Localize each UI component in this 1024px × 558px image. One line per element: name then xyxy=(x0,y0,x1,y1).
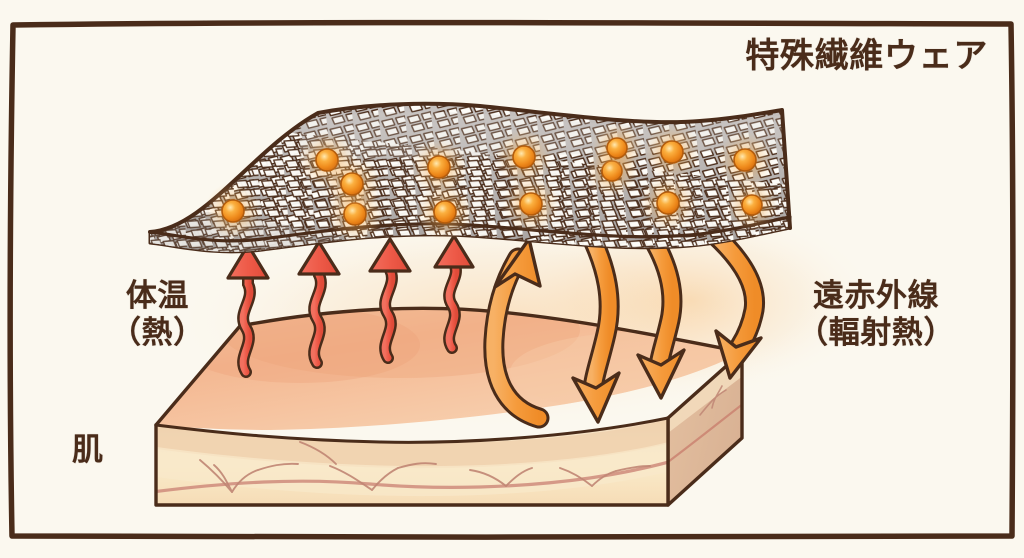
mineral-particle xyxy=(639,174,697,232)
particle-core xyxy=(221,199,245,223)
body-heat-arrow xyxy=(297,240,341,369)
particle-core xyxy=(433,200,457,224)
skin-layers xyxy=(156,418,668,497)
mineral-particle xyxy=(204,182,262,240)
far-infrared-down-arrow xyxy=(703,223,766,380)
skin-veins xyxy=(199,441,651,493)
body-heat-arrow xyxy=(368,237,412,364)
body-heat-label-line1: 体温 xyxy=(125,278,190,314)
mineral-particle xyxy=(495,128,553,186)
far-infrared-arrows xyxy=(483,223,766,429)
mineral-particle xyxy=(591,122,643,174)
skin-front-outline xyxy=(154,416,670,507)
capillary-main xyxy=(156,458,668,494)
mineral-particle xyxy=(410,138,468,196)
particle-core xyxy=(519,192,543,216)
mineral-particle xyxy=(643,123,701,181)
skin-front-top-edge xyxy=(154,416,670,444)
title-text: 特殊繊維ウェア xyxy=(745,36,988,76)
arrow-head xyxy=(571,371,621,424)
particle-core xyxy=(733,148,757,172)
arrow-head xyxy=(493,237,542,289)
particle-core xyxy=(656,191,680,215)
particle-core xyxy=(427,155,451,179)
hand-drawn-frame xyxy=(7,19,1016,540)
far-infrared-label-line2: （輻射熱） xyxy=(797,314,956,351)
mineral-particles xyxy=(204,122,778,243)
mineral-particle xyxy=(502,175,560,233)
far-infrared-down-arrow xyxy=(636,225,686,400)
mineral-particle xyxy=(416,183,474,241)
body-heat-label-line2: （熱） xyxy=(110,314,205,351)
body-heat-arrow xyxy=(433,234,475,354)
particle-core xyxy=(606,137,628,159)
far-infrared-down-arrow xyxy=(571,227,621,424)
body-heat-label: 体温 （熱） xyxy=(110,278,205,351)
arrow-head xyxy=(226,243,270,280)
arrow-head xyxy=(433,234,475,269)
mineral-particle xyxy=(323,155,381,213)
particle-core xyxy=(512,145,536,169)
page-title: 特殊繊維ウェア xyxy=(745,36,988,76)
arrow-head xyxy=(297,240,341,276)
skin-label: 肌 xyxy=(72,432,104,469)
skin-label-text: 肌 xyxy=(72,432,104,468)
far-infrared-label-line1: 遠赤外線 xyxy=(812,278,940,314)
fabric-outline-top xyxy=(148,101,792,234)
arrow-head xyxy=(368,237,412,273)
arrow-head xyxy=(636,348,686,400)
epidermis-band xyxy=(156,418,668,469)
far-infrared-label: 遠赤外線 （輻射熱） xyxy=(797,278,955,351)
mineral-particle xyxy=(726,179,778,231)
special-fiber-fabric-sheet xyxy=(148,101,792,254)
far-infrared-up-arrow xyxy=(483,237,550,429)
body-heat-arrows xyxy=(226,234,475,378)
particle-core xyxy=(741,194,763,216)
particle-core xyxy=(340,172,364,196)
body-heat-arrow xyxy=(226,243,270,378)
arrow-head xyxy=(714,329,763,380)
mineral-particle xyxy=(716,131,774,189)
particle-core xyxy=(660,140,684,164)
